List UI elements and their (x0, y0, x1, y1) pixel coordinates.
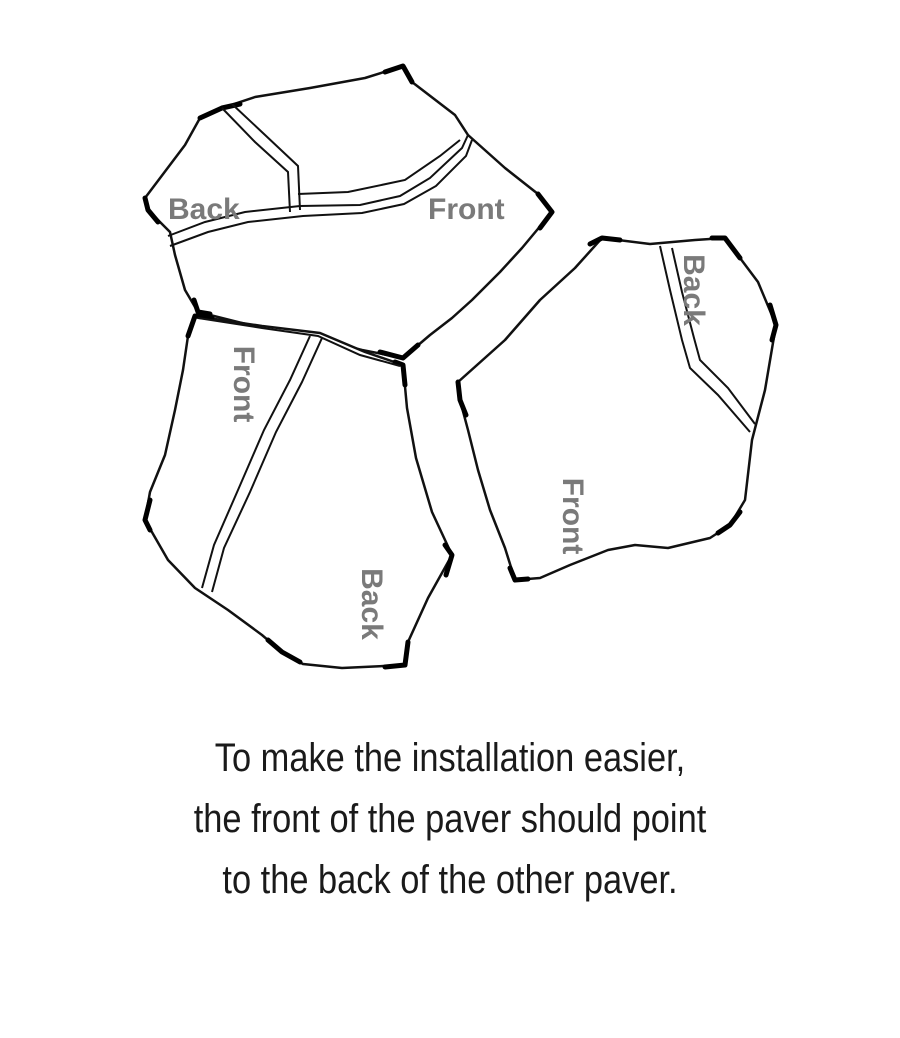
label-left-back: Back (355, 568, 388, 640)
paver-top (142, 63, 555, 361)
label-right-front: Front (556, 478, 589, 555)
label-top-back: Back (168, 193, 240, 226)
label-right-back: Back (677, 254, 710, 326)
caption-line-3: to the back of the other paver. (222, 858, 678, 902)
label-left-front: Front (227, 346, 260, 423)
paver-diagram: Back Front Front Back Back Front (142, 63, 779, 670)
caption-line-1: To make the installation easier, (214, 736, 686, 780)
caption: To make the installation easier, the fro… (63, 728, 837, 911)
label-top-front: Front (428, 193, 505, 226)
paver-left (142, 313, 455, 670)
paver-right (455, 235, 779, 583)
caption-line-2: the front of the paver should point (193, 797, 707, 841)
